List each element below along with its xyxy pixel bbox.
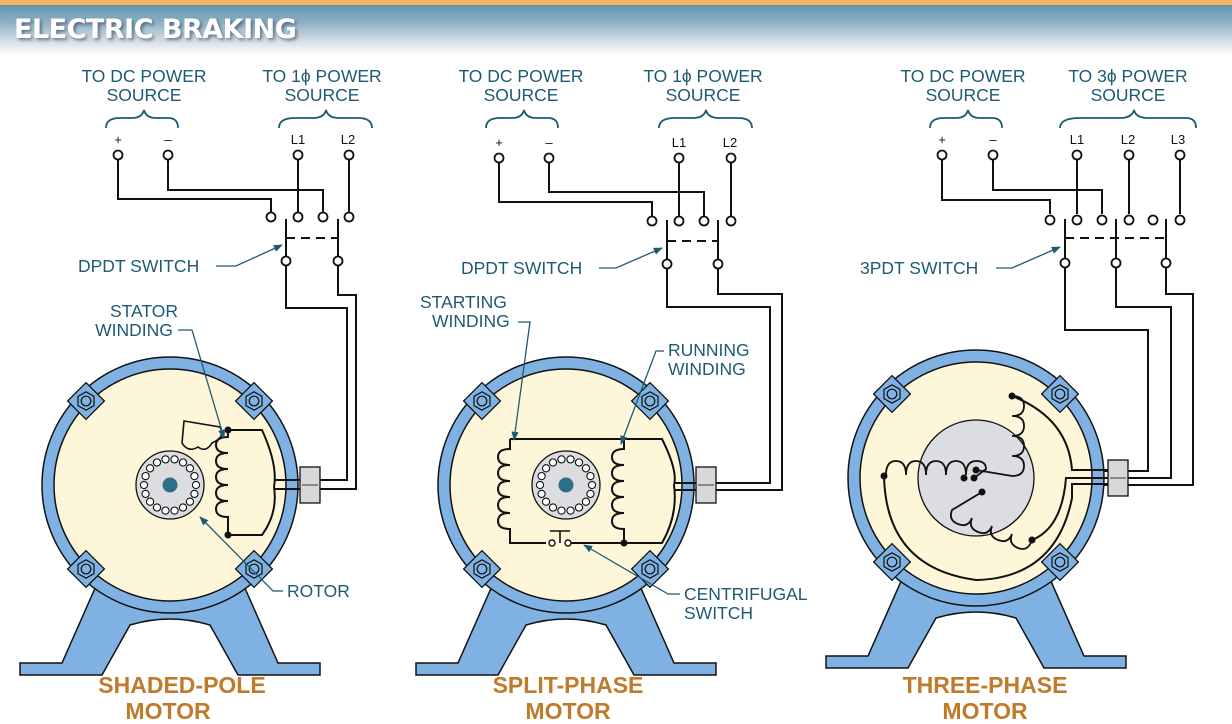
switch-label: DPDT SWITCH [78,256,199,276]
ac-source-label-line2: SOURCE [666,85,741,105]
motor-title-line2: MOTOR [125,698,211,724]
rotor-slot [586,489,595,499]
rotor-slot [548,458,558,467]
rotor-slot [185,497,195,506]
header-banner: ELECTRIC BRAKING [0,5,1232,55]
rotor-slot [161,506,170,515]
rotor-slot [574,458,584,467]
rotor-slot [557,455,566,464]
rotor-slot [170,455,179,464]
rotor-slot [586,471,595,481]
terminal-l1: L1 [672,135,686,150]
rotor-slot [535,480,545,490]
switch-label: DPDT SWITCH [461,258,582,278]
terminal-plus: + [114,132,122,147]
running-callout-line2: WINDING [668,359,746,379]
rotor-slot [190,489,199,499]
terminal-minus: – [164,132,172,147]
dc-brace [485,109,559,129]
dc-source-label-line2: SOURCE [484,85,559,105]
terminal-l3: L3 [1171,132,1185,147]
motor-title-line2: MOTOR [942,698,1028,724]
ac-source-label-line1: TO 1ϕ POWER [643,66,762,86]
rotor-slot [537,489,546,499]
ac-brace [658,109,753,129]
ac-source-label-line1: TO 1ϕ POWER [262,66,381,86]
rotor-slot [566,455,575,464]
ac-brace [1059,109,1197,129]
terminal-l1: L1 [1070,132,1084,147]
stator-callout-line1: STATOR [110,301,178,321]
rotor-slot [537,471,546,481]
motor-title-line1: SPLIT-PHASE [493,672,644,698]
rotor-slot [191,480,201,490]
motor-title-line1: THREE-PHASE [903,672,1068,698]
panel-shaded-pole: TO DC POWER SOURCE TO 1ϕ POWER SOURCE + … [20,66,382,724]
dc-brace [105,109,179,129]
panel-split-phase: TO DC POWER SOURCE TO 1ϕ POWER SOURCE + … [416,66,808,724]
rotor-slot [145,464,155,473]
terminal-minus: – [545,135,553,150]
rotor-callout: ROTOR [287,581,350,601]
centrifugal-callout-line1: CENTRIFUGAL [684,584,808,604]
ac-brace [278,109,373,129]
motor-title-line2: MOTOR [525,698,611,724]
rotor-slot [185,464,195,473]
terminal-l2: L2 [1121,132,1135,147]
rotor-slot [581,497,591,506]
rotor-slot [141,489,150,499]
terminal-l1: L1 [291,132,305,147]
rotor-slot [139,480,149,490]
terminal-plus: + [495,135,503,150]
rotor-slot [548,503,558,512]
centrifugal-callout-line2: SWITCH [684,603,753,623]
rotor-slot [161,455,170,464]
switch-label: 3PDT SWITCH [860,258,978,278]
rotor-slot [178,458,188,467]
split-phase-motor [416,357,716,675]
rotor-slot [574,503,584,512]
rotor-slot [557,506,566,515]
stator-callout-line2: WINDING [95,320,173,340]
terminal-l2: L2 [723,135,737,150]
shaded-pole-motor [20,357,320,675]
terminal-plus: + [938,132,946,147]
dc-source-label-line1: TO DC POWER [458,66,583,86]
rotor-slot [170,506,179,515]
running-callout-line1: RUNNING [668,340,750,360]
dc-source-label-line2: SOURCE [107,85,182,105]
accent-bar [0,0,1232,5]
dc-source-label-line1: TO DC POWER [900,66,1025,86]
rotor-slot [152,458,162,467]
dc-source-label-line1: TO DC POWER [81,66,206,86]
ac-source-label-line2: SOURCE [285,85,360,105]
terminal-l2: L2 [341,132,355,147]
rotor-slot [152,503,162,512]
three-phase-motor [826,350,1129,668]
dc-brace [929,109,1003,129]
rotor-slot [190,471,199,481]
rotor-slot [566,506,575,515]
terminal-minus: – [989,132,997,147]
rotor-slot [141,471,150,481]
rotor-slot [541,497,551,506]
rotor-slot [145,497,155,506]
page-title: ELECTRIC BRAKING [14,14,297,45]
rotor-slot [541,464,551,473]
rotor-slot [178,503,188,512]
starting-callout-line1: STARTING [420,292,507,312]
rotor-slot [587,480,597,490]
dc-source-label-line2: SOURCE [926,85,1001,105]
ac-source-label-line1: TO 3ϕ POWER [1068,66,1187,86]
motor-title-line1: SHADED-POLE [98,672,265,698]
rotor-slot [581,464,591,473]
ac-source-label-line2: SOURCE [1091,85,1166,105]
starting-callout-line2: WINDING [432,311,510,331]
